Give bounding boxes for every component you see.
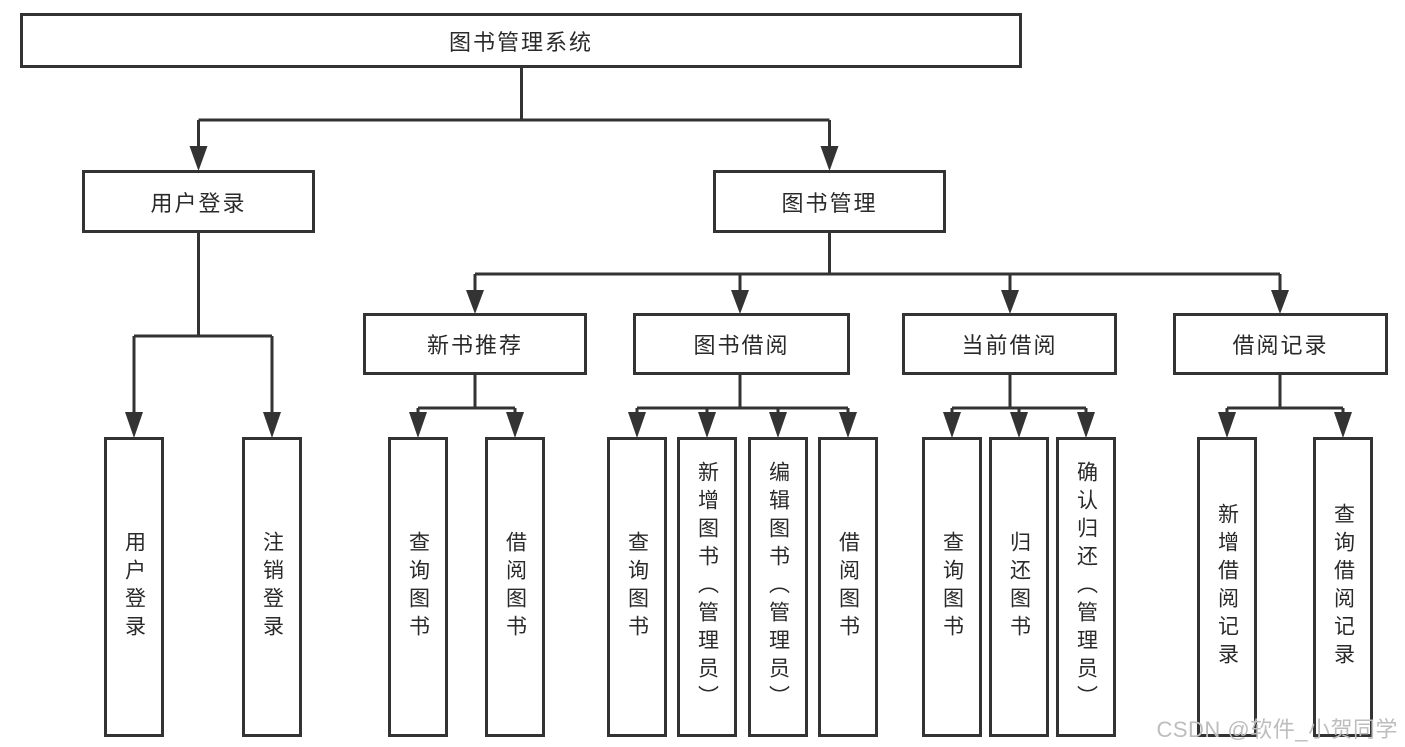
leaf-query-books-current: 查询图书	[922, 437, 982, 737]
node-root-title: 图书管理系统	[20, 13, 1022, 68]
arrowhead-icon	[1218, 412, 1236, 438]
arrowhead-icon	[698, 412, 716, 438]
connector-book-mgmt-to-level3	[473, 232, 1282, 291]
leaf-query-books-recommend: 查询图书	[388, 437, 448, 737]
leaf-query-borrow-record: 查询借阅记录	[1313, 437, 1373, 737]
leaf-user-login: 用户登录	[104, 437, 164, 737]
leaf-add-borrow-record: 新增借阅记录	[1197, 437, 1257, 737]
node-user-login: 用户登录	[82, 170, 315, 233]
arrowhead-icon	[1010, 412, 1028, 438]
connector-borrow-records-to-leaves	[1225, 375, 1345, 413]
node-current-borrowing: 当前借阅	[902, 313, 1117, 375]
connector-new-books-to-leaves	[416, 375, 517, 413]
arrowhead-icon	[839, 412, 857, 438]
leaf-return-books: 归还图书	[989, 437, 1049, 737]
connector-root-to-level2	[197, 66, 831, 148]
arrowhead-icon	[466, 290, 484, 314]
arrowhead-icon	[628, 412, 646, 438]
arrowheads	[125, 146, 1352, 438]
node-book-borrowing: 图书借阅	[633, 313, 850, 375]
arrowhead-icon	[731, 290, 749, 314]
leaf-query-books-borrowing: 查询图书	[607, 437, 667, 737]
arrowhead-icon	[125, 412, 143, 438]
arrowhead-icon	[1271, 290, 1289, 314]
arrowhead-icon	[1334, 412, 1352, 438]
leaf-borrow-books: 借阅图书	[818, 437, 878, 737]
arrowhead-icon	[943, 412, 961, 438]
connector-current-borrow-to-leaves	[950, 375, 1088, 413]
leaf-edit-books-admin: 编辑图书（管理员）	[748, 437, 808, 737]
arrowhead-icon	[769, 412, 787, 438]
arrowhead-icon	[1077, 412, 1095, 438]
connector-user-login-to-leaves	[132, 232, 274, 414]
arrowhead-icon	[820, 146, 839, 171]
arrowhead-icon	[506, 412, 524, 438]
connector-book-borrow-to-leaves	[635, 375, 850, 413]
arrowhead-icon	[409, 412, 427, 438]
arrowhead-icon	[189, 146, 208, 171]
node-new-book-recommend: 新书推荐	[363, 313, 587, 375]
node-book-management: 图书管理	[713, 170, 946, 233]
leaf-logout: 注销登录	[242, 437, 302, 737]
arrowhead-icon	[263, 412, 281, 438]
leaf-confirm-return-admin: 确认归还（管理员）	[1056, 437, 1116, 737]
node-borrowing-records: 借阅记录	[1173, 313, 1388, 375]
arrowhead-icon	[1001, 290, 1019, 314]
leaf-borrow-books-recommend: 借阅图书	[485, 437, 545, 737]
leaf-add-books-admin: 新增图书（管理员）	[677, 437, 737, 737]
csdn-watermark: CSDN @软件_小贺同学	[1156, 717, 1398, 742]
